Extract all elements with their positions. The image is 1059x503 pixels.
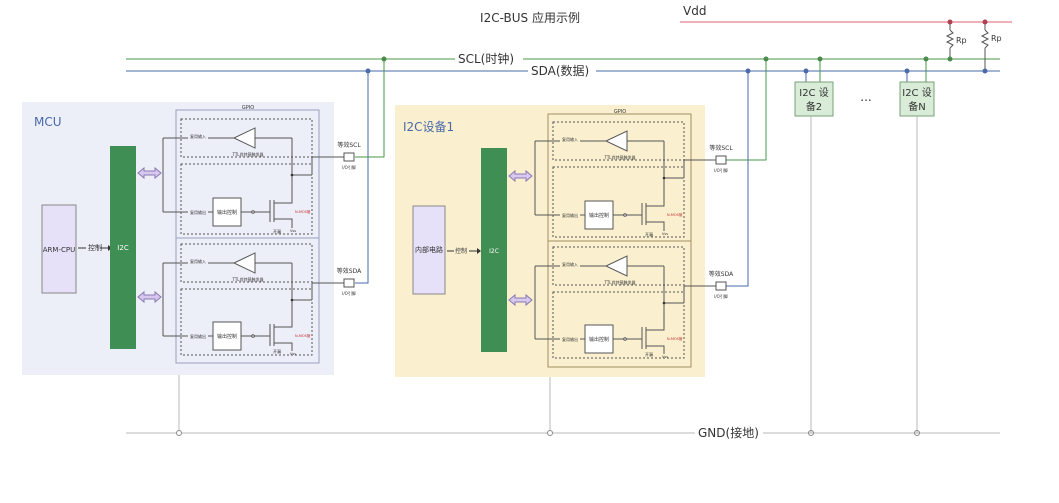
deviceN-line2: 备N xyxy=(908,100,925,113)
diagram-title: I2C-BUS 应用示例 xyxy=(480,10,580,25)
mcu-scl-switch: 开漏 xyxy=(273,228,281,234)
device1-sda-trigger: TTL肖特基触发器 xyxy=(603,279,635,285)
device1-bidir-arrow-bottom xyxy=(508,293,533,307)
mcu-sda-trigger: TTL肖特基触发器 xyxy=(231,276,263,282)
internal-circuit-label: 内部电路 xyxy=(415,245,443,254)
device1-gpio-cell-scl: 复用输入 复用输出 TTL肖特基触发器 输出控制 N-MOS管 开漏 Vss xyxy=(534,121,716,238)
mcu-sda-io-label: I/O引脚 xyxy=(342,290,356,296)
device1-sda-nmos: N-MOS管 xyxy=(667,336,683,341)
mcu-gpio-frame xyxy=(175,109,320,364)
deviceN-line1: I2C 设 xyxy=(902,87,931,99)
device1-sda-input: 复用输入 xyxy=(562,261,578,267)
arm-cpu-label: ARM-CPU xyxy=(43,246,75,254)
device-ellipsis: ... xyxy=(860,90,871,104)
mcu-bidir-arrow-bottom xyxy=(137,290,162,304)
arm-cpu-block xyxy=(41,204,77,294)
mcu-sda-outctrl: 输出控制 xyxy=(217,333,237,340)
device1-i2c-block xyxy=(481,148,507,352)
mcu-i2c-label: I2C xyxy=(117,244,129,252)
mcu-scl-pin-label: 等效SCL xyxy=(337,141,361,149)
device1-scl-input: 复用输入 xyxy=(562,136,578,142)
device1-gpio-cell-sda: 复用输入 复用输出 TTL肖特基触发器 输出控制 N-MOS管 开漏 Vss xyxy=(534,246,716,359)
device1-scl-pin xyxy=(715,155,727,165)
mcu-label: MCU xyxy=(34,115,62,129)
device2-line2: 备2 xyxy=(806,100,822,113)
device1-bus-wiring xyxy=(547,56,769,436)
device1-scl-switch: 开漏 xyxy=(645,231,653,237)
mcu-scl-vss: Vss xyxy=(290,229,296,233)
device1-scl-vss: Vss xyxy=(662,232,668,236)
device1-scl-trigger: TTL肖特基触发器 xyxy=(603,154,635,160)
device1-sda-pin xyxy=(715,281,727,291)
device1-gpio-label: GPIO xyxy=(614,109,626,115)
mcu-scl-outctrl: 输出控制 xyxy=(217,209,237,216)
mcu-gpio-cell-scl: 复用输入 复用输出 TTL肖特基触发器 输出控制 N-MOS管 开漏 Vss xyxy=(162,118,344,235)
i2c-device1-label: I2C设备1 xyxy=(403,120,454,134)
device1-sda-pin-label: 等效SDA xyxy=(709,270,734,278)
device1-control-label: 控制 xyxy=(455,247,467,255)
mcu-i2c-block xyxy=(110,146,136,349)
scl-label: SCL(时钟) xyxy=(458,51,514,66)
device1-sda-outctrl: 输出控制 xyxy=(589,336,609,343)
device1-scl-pin-label: 等效SCL xyxy=(709,144,733,152)
i2c-device2: I2C 设 备2 xyxy=(794,56,834,436)
device1-scl-output: 复用输出 xyxy=(562,212,578,218)
mcu-gpio-cell-sda: 复用输入 复用输出 TTL肖特基触发器 输出控制 N-MOS管 开漏 Vss xyxy=(162,243,344,356)
device1-sda-io-label: I/O引脚 xyxy=(714,293,728,299)
mcu-sda-output: 复用输出 xyxy=(190,333,206,339)
mcu-bus-wiring xyxy=(176,56,387,436)
device2-line1: I2C 设 xyxy=(799,87,828,99)
sda-label: SDA(数据) xyxy=(531,63,589,78)
mcu-gpio-label: GPIO xyxy=(242,105,254,111)
mcu-scl-input: 复用输入 xyxy=(190,133,206,139)
device1-sda-vss: Vss xyxy=(662,355,668,359)
device1-scl-nmos: N-MOS管 xyxy=(667,212,683,217)
device1-scl-outctrl: 输出控制 xyxy=(589,212,609,219)
device1-sda-output: 复用输出 xyxy=(562,336,578,342)
device1-i2c-label: I2C xyxy=(489,248,499,255)
mcu-scl-nmos: N-MOS管 xyxy=(295,209,311,214)
gnd-label: GND(接地) xyxy=(698,425,759,440)
device1-sda-switch: 开漏 xyxy=(645,351,653,357)
vdd-label: Vdd xyxy=(683,4,706,18)
mcu-control-label: 控制 xyxy=(88,243,102,252)
mcu-sda-nmos: N-MOS管 xyxy=(295,333,311,338)
mcu-sda-pin-label: 等效SDA xyxy=(337,267,362,275)
mcu-scl-pin xyxy=(343,152,355,162)
mcu-sda-switch: 开漏 xyxy=(273,348,281,354)
mcu-bidir-arrow-top xyxy=(137,166,162,180)
mcu-sda-pin xyxy=(343,278,355,288)
mcu-scl-output: 复用输出 xyxy=(190,209,206,215)
mcu-sda-vss: Vss xyxy=(290,352,296,356)
pullup-resistor-sda: Rp xyxy=(980,19,1002,74)
mcu-sda-input: 复用输入 xyxy=(190,258,206,264)
device1-bidir-arrow-top xyxy=(508,169,533,183)
rp-label-2: Rp xyxy=(991,34,1002,43)
rp-label-1: Rp xyxy=(956,36,967,45)
i2c-deviceN: I2C 设 备N xyxy=(899,56,935,436)
device1-scl-io-label: I/O引脚 xyxy=(714,167,728,173)
mcu-scl-io-label: I/O引脚 xyxy=(342,164,356,170)
mcu-scl-trigger: TTL肖特基触发器 xyxy=(231,151,263,157)
pullup-resistor-scl: Rp xyxy=(945,19,967,62)
internal-circuit-block xyxy=(412,205,446,295)
